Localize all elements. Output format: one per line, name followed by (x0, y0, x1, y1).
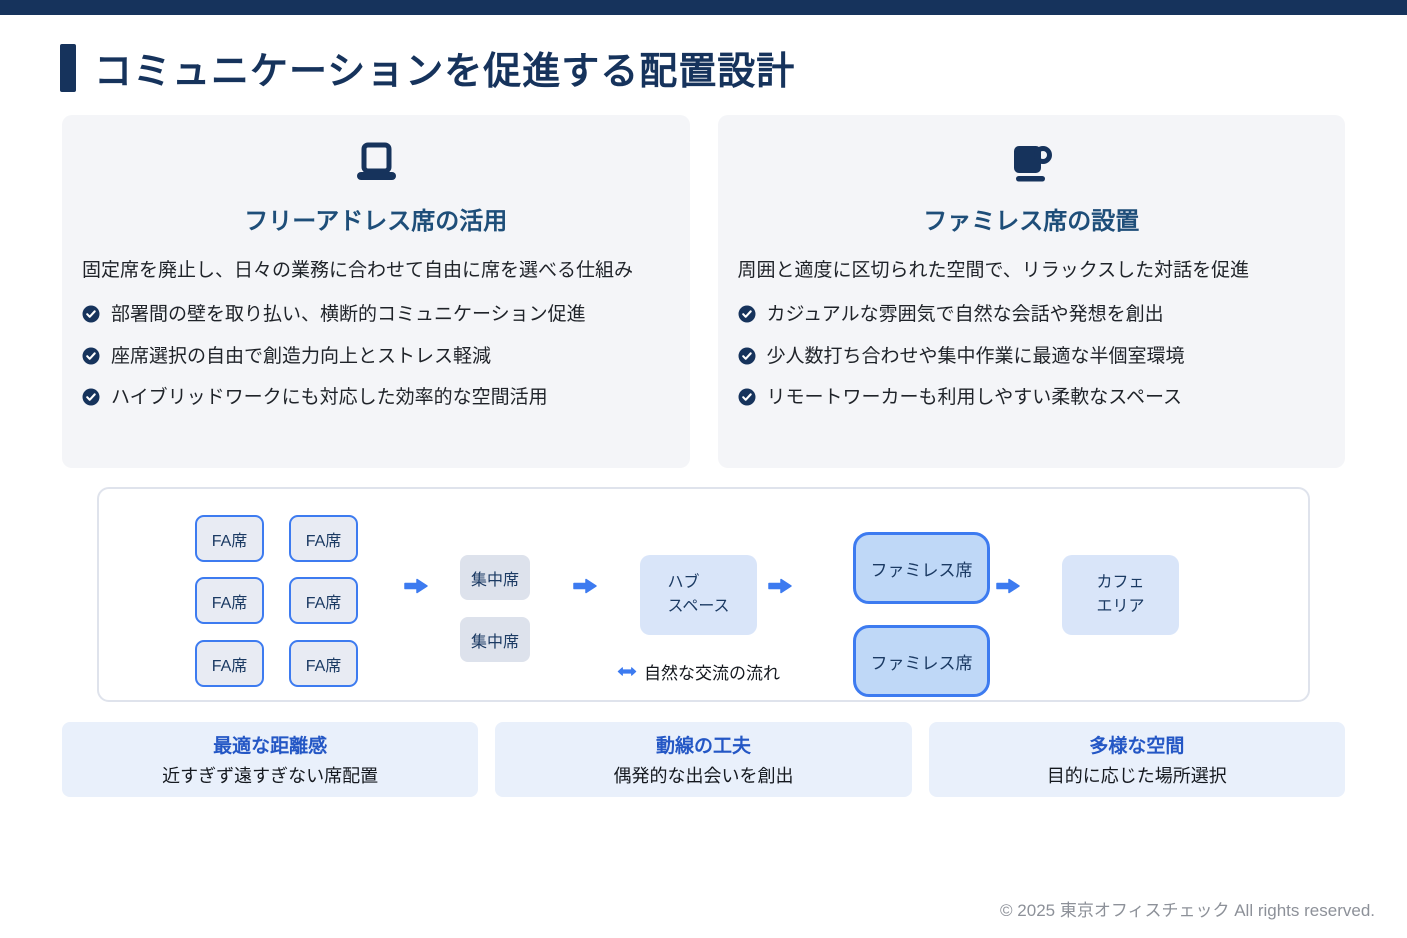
bullet-text: カジュアルな雰囲気で自然な会話や発想を創出 (766, 303, 1164, 325)
check-circle-icon (82, 345, 100, 365)
bullet-list: 部署間の壁を取り払い、横断的コミュニケーション促進 座席選択の自由で創造力向上と… (82, 303, 670, 410)
cafe-area-box: カフェ エリア (1062, 555, 1179, 635)
feature-chip-variety: 多様な空間 目的に応じた場所選択 (928, 722, 1345, 797)
check-circle-icon (82, 303, 100, 323)
card-title: フリーアドレス席の活用 (244, 208, 508, 235)
check-circle-icon (82, 386, 100, 406)
bullet-text: ハイブリッドワークにも対応した効率的な空間活用 (111, 387, 548, 409)
check-circle-icon (738, 303, 756, 323)
fa-seat-box: FA席 (289, 515, 358, 562)
fa-seat-box: FA席 (289, 577, 358, 624)
check-circle-icon (738, 345, 756, 365)
hub-space-label-line2: スペース (667, 598, 730, 615)
right-arrow-icon (768, 578, 792, 594)
bullet-text: リモートワーカーも利用しやすい柔軟なスペース (766, 387, 1183, 409)
flow-legend-text: 自然な交流の流れ (644, 664, 780, 683)
fa-seat-box: FA席 (289, 640, 358, 687)
card-famiresu: ファミレス席の設置 周囲と適度に区切られた空間で、リラックスした対話を促進 カジ… (717, 115, 1345, 468)
card-title: ファミレス席の設置 (923, 208, 1140, 235)
page-title: コミュニケーションを促進する配置設計 (94, 51, 796, 93)
feature-chip-distance: 最適な距離感 近すぎず遠すぎない席配置 (62, 722, 479, 797)
fa-seat-box: FA席 (195, 640, 264, 687)
feature-chip-flow: 動線の工夫 偶発的な出会いを創出 (495, 722, 912, 797)
card-description: 固定席を廃止し、日々の業務に合わせて自由に席を選べる仕組み (82, 260, 634, 281)
list-item: 部署間の壁を取り払い、横断的コミュニケーション促進 (82, 303, 670, 327)
cafe-area-label-line1: カフェ (1096, 574, 1145, 591)
feature-subtitle: 目的に応じた場所選択 (1046, 766, 1227, 786)
double-arrow-icon (617, 667, 637, 676)
list-item: リモートワーカーも利用しやすい柔軟なスペース (738, 386, 1326, 410)
header: コミュニケーションを促進する配置設計 (60, 40, 795, 95)
flow-legend: 自然な交流の流れ (617, 659, 780, 684)
title-accent-bar (60, 43, 76, 92)
cafe-area-label-line2: エリア (1096, 598, 1145, 615)
feature-chips-row: 最適な距離感 近すぎず遠すぎない席配置 動線の工夫 偶発的な出会いを創出 多様な… (62, 722, 1345, 797)
top-cards-row: フリーアドレス席の活用 固定席を廃止し、日々の業務に合わせて自由に席を選べる仕組… (62, 115, 1345, 468)
fa-seat-box: FA席 (195, 577, 264, 624)
check-circle-icon (738, 386, 756, 406)
copyright-text: © 2025 東京オフィスチェック All rights reserved. (1000, 901, 1375, 920)
hub-space-box: ハブ スペース (640, 555, 757, 635)
laptop-icon (82, 141, 670, 185)
bullet-text: 座席選択の自由で創造力向上とストレス軽減 (111, 345, 492, 367)
list-item: 少人数打ち合わせや集中作業に最適な半個室環境 (738, 345, 1326, 369)
coffee-icon (738, 141, 1326, 185)
right-arrow-icon (404, 578, 428, 594)
list-item: ハイブリッドワークにも対応した効率的な空間活用 (82, 386, 670, 410)
seating-flow-diagram: FA席 FA席 FA席 FA席 FA席 FA席 集中席 集中席 ハブ スペース … (97, 487, 1310, 702)
feature-subtitle: 近すぎず遠すぎない席配置 (162, 766, 379, 786)
feature-title: 最適な距離感 (213, 736, 328, 757)
fa-seat-box: FA席 (195, 515, 264, 562)
famiresu-seat-box: ファミレス席 (853, 532, 990, 604)
list-item: カジュアルな雰囲気で自然な会話や発想を創出 (738, 303, 1326, 327)
top-accent-bar (0, 0, 1407, 15)
hub-space-label-line1: ハブ (667, 574, 700, 591)
right-arrow-icon (996, 578, 1020, 594)
famiresu-seat-box: ファミレス席 (853, 625, 990, 697)
right-arrow-icon (573, 578, 597, 594)
bullet-text: 少人数打ち合わせや集中作業に最適な半個室環境 (766, 345, 1185, 367)
focus-seat-box: 集中席 (460, 555, 530, 600)
bullet-text: 部署間の壁を取り払い、横断的コミュニケーション促進 (111, 303, 586, 325)
bullet-list: カジュアルな雰囲気で自然な会話や発想を創出 少人数打ち合わせや集中作業に最適な半… (738, 303, 1326, 410)
focus-seat-box: 集中席 (460, 617, 530, 662)
feature-title: 多様な空間 (1089, 736, 1185, 757)
card-free-address: フリーアドレス席の活用 固定席を廃止し、日々の業務に合わせて自由に席を選べる仕組… (62, 115, 690, 468)
feature-subtitle: 偶発的な出会いを創出 (613, 766, 794, 786)
card-description: 周囲と適度に区切られた空間で、リラックスした対話を促進 (737, 260, 1250, 281)
feature-title: 動線の工夫 (655, 736, 751, 757)
list-item: 座席選択の自由で創造力向上とストレス軽減 (82, 345, 670, 369)
